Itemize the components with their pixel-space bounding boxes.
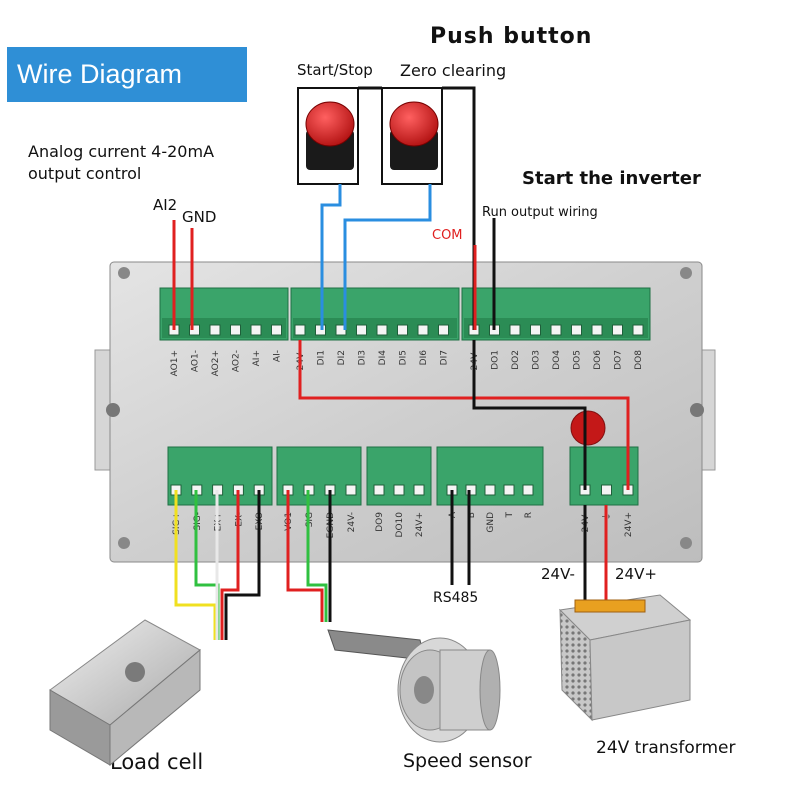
top-terminal-label: DI2 (337, 350, 347, 365)
zero-clearing-button (381, 87, 443, 185)
bottom-terminal-hole (484, 484, 496, 496)
bottom-terminal-hole (503, 484, 515, 496)
speed-sensor (327, 629, 501, 743)
top-terminal-label: AO1+ (170, 350, 180, 376)
push-button-title: Push button (430, 24, 593, 49)
bottom-terminal-hole (413, 484, 425, 496)
top-terminal-label: DI5 (399, 350, 409, 365)
bottom-terminal-label: DO10 (395, 512, 405, 538)
run-output-label: Run output wiring (482, 205, 598, 220)
top-terminal-label: DO2 (511, 350, 521, 370)
top-terminal-hole (509, 324, 521, 336)
start-stop-button (297, 87, 359, 185)
top-terminal-label: AI+ (252, 350, 262, 366)
top-terminal-label: DI7 (440, 350, 450, 365)
top-terminal-label: AI- (273, 350, 283, 362)
bottom-terminal-label: 24V- (347, 512, 357, 532)
top-terminal-hole (294, 324, 306, 336)
start-inverter-title: Start the inverter (522, 168, 701, 189)
bottom-terminal-label: 24V+ (624, 512, 634, 537)
bottom-terminal-hole (345, 484, 357, 496)
top-terminal-hole (612, 324, 623, 336)
top-terminal-label: AO2+ (211, 350, 221, 376)
bottom-terminal-hole (393, 484, 405, 496)
bottom-terminal-label: DO9 (375, 512, 385, 532)
bottom-terminal-hole (373, 484, 385, 496)
top-terminal-hole (209, 324, 221, 336)
top-terminal-label: DO8 (634, 350, 644, 370)
analog-output-line1: Analog current 4-20mA (28, 142, 215, 161)
bottom-terminal-label: GND (486, 512, 496, 533)
analog-output-line2: output control (28, 164, 142, 183)
transformer-label: 24V transformer (596, 738, 736, 758)
top-terminal-label: AO1- (191, 350, 201, 372)
bottom-terminal-hole (465, 484, 477, 496)
top-terminal-label: AO2- (232, 350, 242, 372)
bottom-terminal-label: SIG (305, 512, 315, 527)
rs485-label: RS485 (433, 590, 479, 606)
ai2-label: AI2 (153, 196, 178, 214)
24v-plus-label: 24V+ (615, 565, 657, 583)
top-terminal-label: DO6 (593, 350, 603, 370)
top-terminal-hole (417, 324, 429, 336)
top-terminal-label: DI3 (358, 350, 368, 365)
top-terminal-hole (632, 324, 644, 336)
start-stop-label: Start/Stop (297, 61, 373, 79)
top-terminal-hole (250, 324, 262, 336)
bottom-terminal-label: B (467, 512, 477, 518)
com-label: COM (432, 228, 463, 243)
top-terminal-hole (376, 324, 388, 336)
top-terminal-hole (271, 324, 282, 336)
wire-diagram-banner: Wire Diagram (7, 47, 247, 102)
bottom-terminal-label: R (524, 512, 534, 518)
top-terminal-label: DO4 (552, 350, 562, 370)
top-terminal-label: DI6 (419, 350, 429, 366)
gnd-label: GND (182, 208, 217, 226)
bottom-terminal-block-dio (366, 446, 432, 506)
top-terminal-label: DO5 (573, 350, 583, 370)
bottom-terminal-block-load (167, 446, 273, 506)
top-terminal-hole (189, 324, 200, 336)
top-terminal-hole (397, 324, 408, 336)
top-terminal-hole (438, 324, 449, 336)
24v-minus-label: 24V- (541, 565, 575, 583)
top-terminal-hole (530, 324, 541, 336)
24v-transformer (558, 594, 692, 722)
capacitor (570, 410, 606, 446)
top-terminal-label: DO1 (491, 350, 501, 370)
wires (172, 86, 630, 640)
bottom-terminal-label: 24V+ (415, 512, 425, 537)
top-terminal-hole (591, 324, 603, 336)
load-cell (49, 619, 201, 767)
top-terminal-label: DO7 (614, 350, 624, 370)
top-terminal-hole (230, 324, 241, 336)
bottom-terminal-hole (601, 484, 612, 496)
top-terminal-label: DI4 (378, 350, 388, 366)
bottom-terminal-label: EX+ (214, 512, 224, 531)
top-terminal-hole (550, 324, 562, 336)
bottom-terminal-block-speed (276, 446, 362, 506)
top-terminal-label: DO3 (532, 350, 542, 370)
top-terminal-hole (571, 324, 582, 336)
bottom-terminal-hole (522, 484, 534, 496)
top-terminal-hole (356, 324, 367, 336)
zero-clearing-label: Zero clearing (400, 61, 507, 80)
bottom-terminal-label: T (505, 512, 515, 519)
top-terminal-label: DI1 (317, 350, 327, 365)
bottom-terminal-label: SIG- (193, 512, 203, 531)
speed-sensor-label: Speed sensor (403, 750, 532, 772)
load-cell-label: Load cell (110, 750, 204, 774)
